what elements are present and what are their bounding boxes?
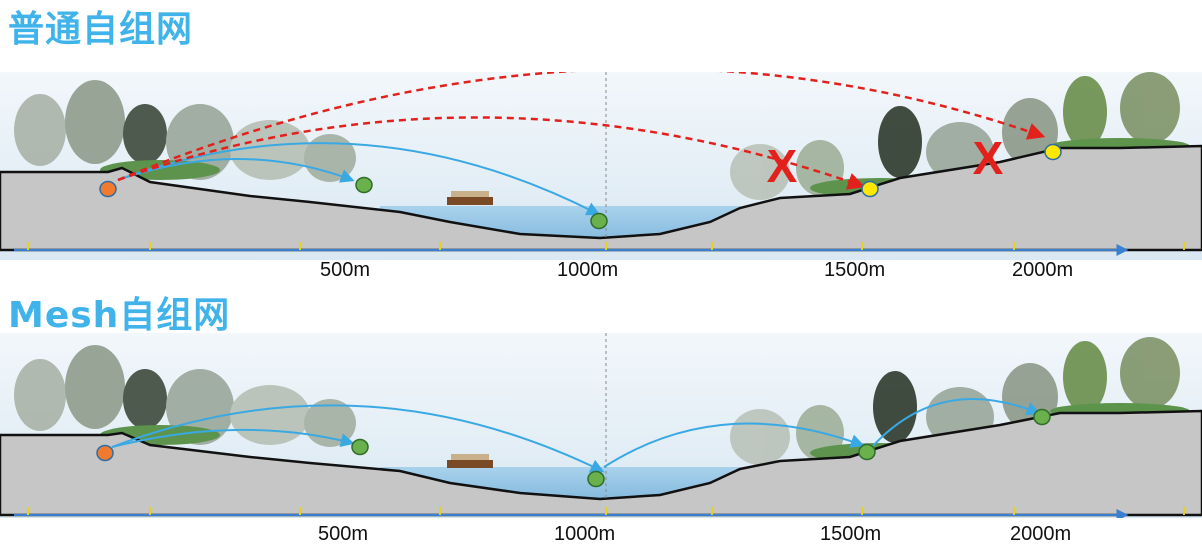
node-1500m xyxy=(858,443,876,461)
axis-ticks xyxy=(27,507,1185,515)
distance-label: 1000m xyxy=(557,259,619,281)
diagram-normal-adhoc: X X xyxy=(0,72,1202,260)
failed-link-arrow-to-2000m xyxy=(117,72,1046,182)
distance-label: 1500m xyxy=(824,259,886,281)
relay-arrow-to-2000m xyxy=(871,397,1041,448)
node-1000m xyxy=(587,470,605,488)
node-500m xyxy=(351,438,369,456)
source-node xyxy=(96,444,114,462)
failure-x-mark: X xyxy=(767,140,798,192)
distance-label: 2000m xyxy=(1010,523,1072,545)
terrain-ground xyxy=(0,144,1202,252)
boat xyxy=(447,454,493,468)
distance-label: 1500m xyxy=(820,523,882,545)
relay-arrow-to-1500m xyxy=(603,422,865,468)
distance-label: 2000m xyxy=(1012,259,1074,281)
node-1500m xyxy=(861,180,879,198)
node-2000m xyxy=(1033,408,1051,426)
node-1000m xyxy=(590,212,608,230)
failure-x-mark: X xyxy=(973,132,1004,184)
title-mesh-adhoc: Mesh自组网 xyxy=(8,295,231,336)
source-node xyxy=(99,180,117,198)
distance-label: 500m xyxy=(320,259,371,281)
distance-label: 1000m xyxy=(554,523,616,545)
node-500m xyxy=(355,176,373,194)
distance-label: 500m xyxy=(318,523,369,545)
node-2000m xyxy=(1044,143,1062,161)
link-arrow-to-500m xyxy=(111,428,355,448)
failed-link-arrow-to-1500m xyxy=(117,116,866,190)
link-arrow-to-1000m xyxy=(111,404,605,473)
title-normal-adhoc: 普通自组网 xyxy=(8,9,194,50)
boat xyxy=(447,191,493,205)
terrain-ground xyxy=(0,409,1202,517)
diagram-mesh-adhoc xyxy=(0,333,1202,518)
axis-ticks xyxy=(27,242,1185,250)
link-arrow-to-1000m xyxy=(117,142,601,216)
